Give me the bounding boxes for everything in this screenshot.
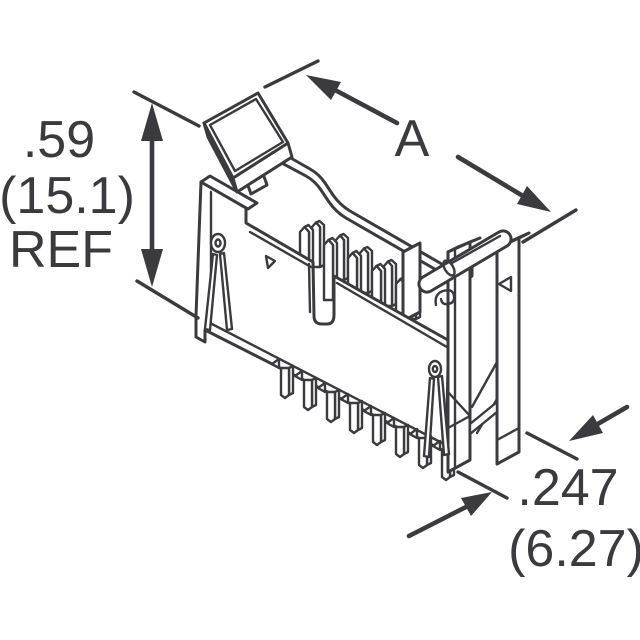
length-dimension-label: A [395,110,430,168]
latch-paddle [202,91,294,196]
shroud-back-wall-right-slab [401,241,422,323]
height-extension-tick-bottom [135,279,200,320]
shroud-back-wall-band [276,151,474,285]
ledge-inner-line [248,230,313,269]
depth-dimension-value: .247 [517,459,618,517]
height-dimension-value: .59 [23,111,95,169]
arrowhead-upright-icon [461,492,492,516]
pivot-hole-right-center [431,364,439,374]
length-extension-tick-left [263,59,320,89]
latch-hook [434,288,456,307]
latch-rod-seam [442,259,456,277]
notch-channel-inner-line [307,262,312,314]
height-dimension-metric: (15.1) [0,167,135,225]
latch-rod [417,229,513,294]
latch-rod-highlight [450,234,502,265]
length-dimension-line-right [455,154,526,199]
wall-cutout-mark [264,254,277,270]
length-dimension: A [263,59,578,244]
retention-spring-right [422,359,451,459]
base-web [468,360,499,436]
end-wall-notch [497,275,513,293]
latch-paddle-top-face [202,91,290,180]
left-wall-top-face [199,174,259,211]
depth-extension-tick-upper [525,431,579,461]
latch-rod-body [417,229,513,294]
pivot-hole-left-center [214,238,222,248]
arrowhead-upleft-icon [306,75,341,100]
height-dimension-qualifier: REF [9,221,113,279]
depth-dimension-metric: (6.27) [508,520,640,578]
retention-spring-left-leg [203,252,219,332]
depth-dimension: .247 (6.27) [406,404,640,578]
depth-dimension-line-lower [406,504,469,539]
retention-spring-right-leg [422,376,436,459]
retention-spring-right-leg [436,374,451,457]
length-dimension-line-left [332,87,400,126]
length-extension-tick-right [521,208,578,244]
left-end-wall [199,174,259,332]
arrowhead-down-icon [141,249,163,287]
latch-paddle-inset-outline [208,97,285,173]
housing-front-wall [194,180,457,457]
depth-dimension-line-upper [593,404,630,428]
arrowhead-downright-icon [517,186,551,212]
depth-extension-tick-lower [456,470,509,500]
retention-spring-left-leg [218,251,234,332]
right-end-wall [495,231,531,466]
arrowhead-up-icon [141,103,163,141]
arrowhead-downleft-icon [569,415,603,441]
height-dimension: .59 (15.1) REF [0,90,201,320]
height-extension-tick-top [132,90,201,128]
ledge-inner-line [335,281,454,352]
